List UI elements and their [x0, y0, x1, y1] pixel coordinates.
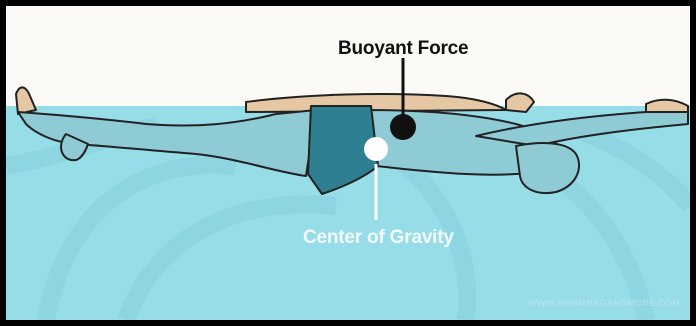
- center-of-gravity-label: Center of Gravity: [303, 228, 454, 247]
- buoyant-force-label: Buoyant Force: [338, 39, 468, 58]
- center-of-gravity-dot: [364, 137, 388, 161]
- buoyancy-center-dot: [390, 114, 416, 140]
- arm-bent: [516, 143, 579, 193]
- watermark: WWW.SWIMMINGANDMORE.COM: [528, 298, 680, 308]
